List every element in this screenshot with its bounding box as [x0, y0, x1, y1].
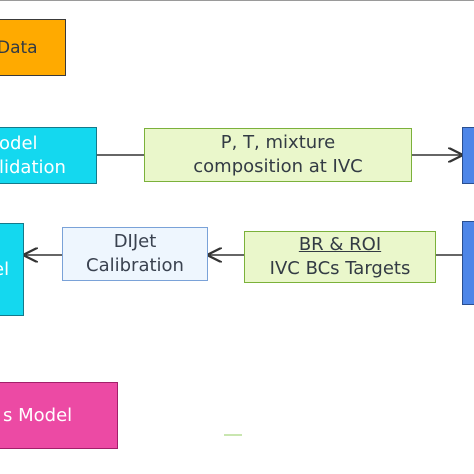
- right-block-middle: [462, 221, 474, 305]
- dijet-line-1: DIJet: [113, 231, 157, 252]
- model-validation-line-2: lidation: [0, 156, 66, 178]
- left-block-middle-label: el: [0, 258, 10, 280]
- model-validation-line-1: odel: [0, 132, 38, 154]
- pt-mixture-box: P, T, mixture composition at IVC: [144, 128, 412, 182]
- br-roi-line-2: IVC BCs Targets: [269, 258, 411, 279]
- left-block-middle: el: [0, 223, 24, 316]
- right-block-top: [462, 127, 474, 184]
- dijet-calibration-box: DIJet Calibration: [62, 227, 208, 281]
- small-decorative-mark: [224, 434, 242, 436]
- pt-mixture-line-1: P, T, mixture: [220, 132, 336, 153]
- data-box-label: Data: [0, 37, 38, 58]
- pt-mixture-line-2: composition at IVC: [193, 156, 363, 177]
- br-roi-line-1: BR & ROI: [298, 234, 382, 255]
- data-box: Data: [0, 19, 66, 76]
- dijet-line-2: Calibration: [86, 255, 184, 276]
- br-roi-box: BR & ROI IVC BCs Targets: [244, 231, 436, 283]
- s-model-box: s Model: [0, 382, 118, 449]
- model-validation-box: odel lidation: [0, 127, 97, 184]
- s-model-label: s Model: [3, 404, 73, 426]
